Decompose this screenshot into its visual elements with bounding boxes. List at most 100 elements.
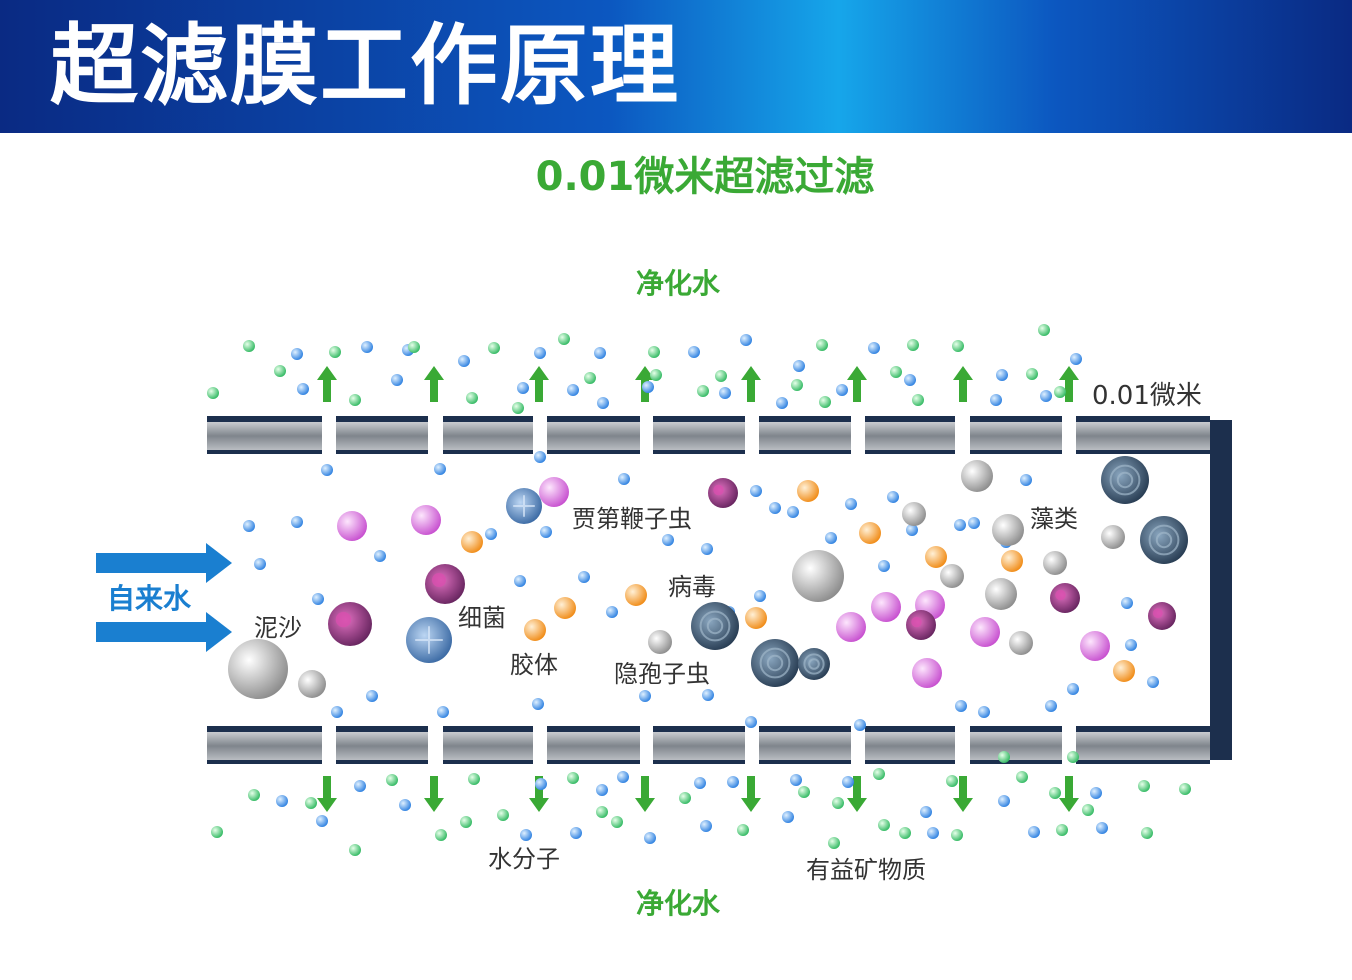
arrow-up-icon [317, 366, 337, 402]
subtitle: 0.01微米超滤过滤 [536, 154, 875, 200]
membrane-segment [1076, 422, 1210, 450]
membrane-edge [653, 726, 745, 732]
mineral-dot [305, 797, 317, 809]
water-molecule-dot [297, 383, 309, 395]
water-molecule-dot [745, 716, 757, 728]
sand-particle [992, 514, 1024, 546]
cryptosporidium-texture [808, 658, 820, 670]
water-molecule-dot [990, 394, 1002, 406]
sand-particle [1101, 525, 1125, 549]
water-molecule-dot [532, 698, 544, 710]
sand-particle [940, 564, 964, 588]
pore-size-label: 0.01微米 [1092, 381, 1202, 411]
membrane-edge [1076, 450, 1210, 454]
mineral-dot [1082, 804, 1094, 816]
water-molecule-dot [688, 346, 700, 358]
membrane-segment [547, 732, 640, 760]
water-molecule-dot [243, 520, 255, 532]
bacteria-particle [328, 602, 372, 646]
mineral-dot [816, 339, 828, 351]
membrane-edge [547, 450, 640, 454]
mineral-dot [912, 394, 924, 406]
mineral-dot [873, 768, 885, 780]
label-sand: 泥沙 [254, 614, 302, 642]
water-molecule-dot [520, 829, 532, 841]
water-molecule-dot [700, 820, 712, 832]
membrane-edge [865, 760, 955, 764]
water-molecule-dot [769, 502, 781, 514]
water-molecule-dot [540, 526, 552, 538]
virus-particle [411, 505, 441, 535]
colloid-particle [797, 480, 819, 502]
cryptosporidium-particle [798, 648, 830, 680]
arrow-down-icon [741, 776, 761, 812]
membrane-edge [970, 416, 1062, 422]
mineral-dot [737, 824, 749, 836]
label-colloid: 胶体 [510, 651, 558, 679]
water-molecule-dot [825, 532, 837, 544]
arrow-down-icon [1059, 776, 1079, 812]
water-molecule-dot [567, 384, 579, 396]
membrane-segment [653, 732, 745, 760]
banner-title: 超滤膜工作原理 [50, 14, 681, 117]
water-molecule-dot [1090, 787, 1102, 799]
sand-particle [961, 460, 993, 492]
sand-particle [1009, 631, 1033, 655]
water-molecule-dot [1067, 683, 1079, 695]
mineral-dot [1049, 787, 1061, 799]
giardia-texture [415, 626, 443, 654]
water-molecule-dot [361, 341, 373, 353]
water-molecule-dot [702, 689, 714, 701]
membrane-segment [970, 732, 1062, 760]
bacteria-texture [1055, 589, 1066, 601]
bacteria-particle [425, 564, 465, 604]
water-molecule-dot [927, 827, 939, 839]
membrane-edge [865, 450, 955, 454]
mineral-dot [488, 342, 500, 354]
mineral-dot [408, 341, 420, 353]
arrow-up-icon [424, 366, 444, 402]
inlet-arrow-lower [96, 612, 232, 652]
membrane-top [207, 416, 1210, 454]
cryptosporidium-texture [1155, 531, 1173, 549]
mineral-dot [798, 786, 810, 798]
virus-particle [836, 612, 866, 642]
mineral-dot [998, 751, 1010, 763]
water-molecule-dot [787, 506, 799, 518]
bacteria-texture [713, 484, 724, 496]
mineral-dot [386, 774, 398, 786]
cryptosporidium-particle [1140, 516, 1188, 564]
water-molecule-dot [727, 776, 739, 788]
water-molecule-dot [996, 369, 1008, 381]
membrane-edge [443, 450, 533, 454]
membrane-edge [207, 450, 322, 454]
water-molecule-dot [1040, 390, 1052, 402]
water-molecule-dot [312, 593, 324, 605]
water-molecule-dot [535, 778, 547, 790]
mineral-dot [349, 394, 361, 406]
label-algae: 藻类 [1030, 505, 1078, 533]
bacteria-particle [1148, 602, 1176, 630]
ultrafiltration-diagram: 0.01微米超滤过滤 净化水 净化水 0.01微米 自来水 泥沙 细菌 胶体 贾… [96, 154, 1232, 920]
water-molecule-dot [868, 342, 880, 354]
water-molecule-dot [836, 384, 848, 396]
arrow-down-icon [635, 776, 655, 812]
membrane-edge [759, 416, 851, 422]
colloid-particle [925, 546, 947, 568]
mineral-dot [329, 346, 341, 358]
water-molecule-dot [701, 543, 713, 555]
label-water-molecule: 水分子 [488, 845, 560, 873]
membrane-segment [759, 732, 851, 760]
water-molecule-dot [254, 558, 266, 570]
water-molecule-dot [1020, 474, 1032, 486]
water-molecule-dot [776, 397, 788, 409]
water-molecule-dot [366, 690, 378, 702]
mineral-dot [899, 827, 911, 839]
membrane-edge [970, 760, 1062, 764]
water-molecule-dot [514, 575, 526, 587]
bacteria-texture [911, 616, 922, 628]
membrane-edge [336, 416, 428, 422]
mineral-dot [715, 370, 727, 382]
membrane-edge [336, 450, 428, 454]
membrane-segment [443, 422, 533, 450]
